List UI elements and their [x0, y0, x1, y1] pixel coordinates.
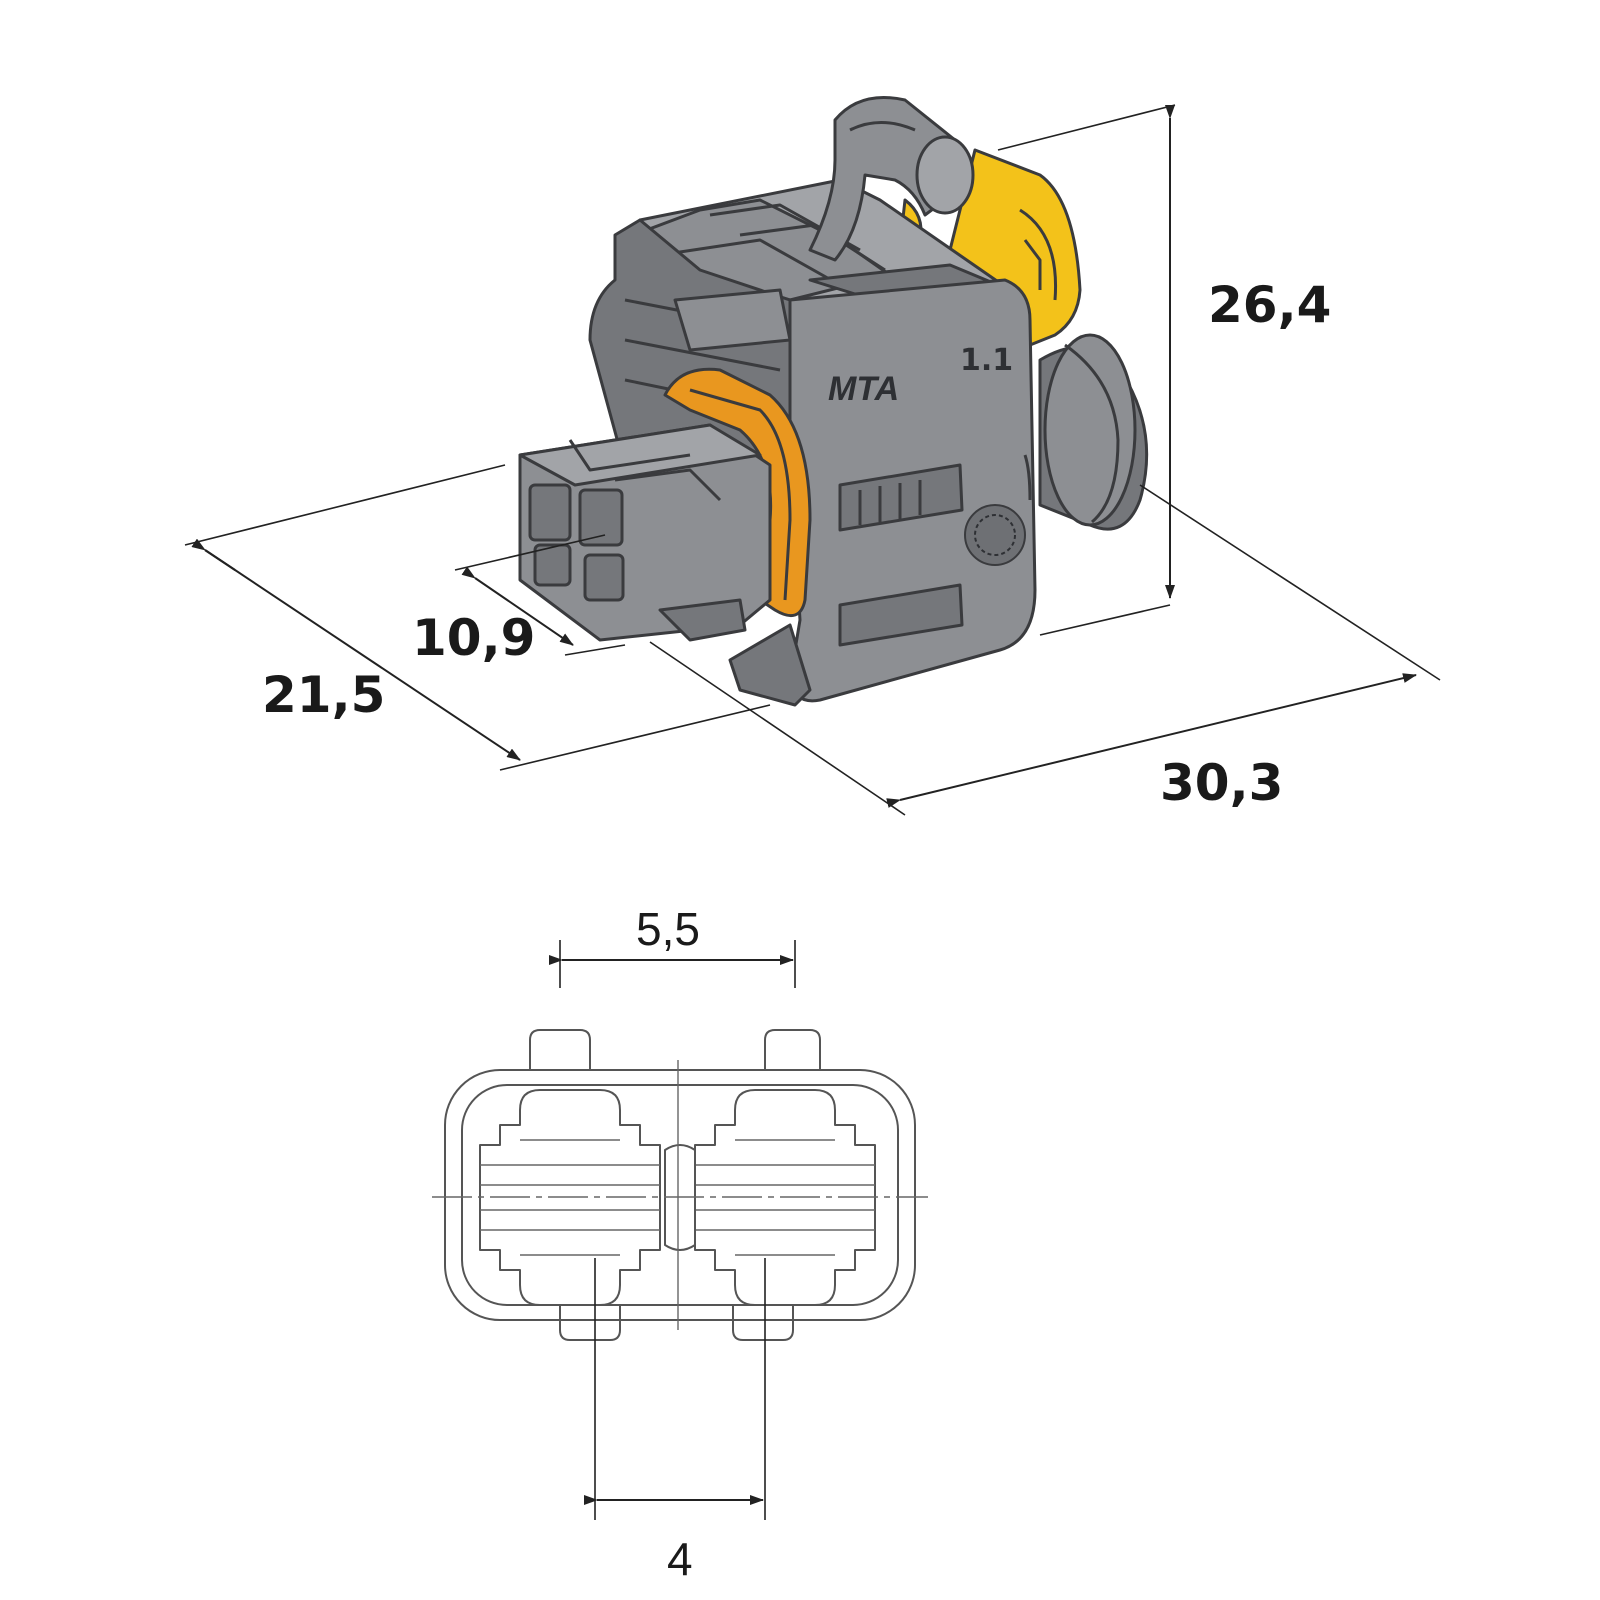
dimension-lines-3d: 30,3 26,4 21,5 10,9 [184, 104, 1441, 816]
housing-front: MTA 1.1 [728, 278, 1037, 707]
dim-depth-label: 21,5 [262, 666, 385, 724]
connector-nose [518, 423, 772, 642]
dim-bottom-spacing: 4 [584, 1258, 766, 1585]
latch-lever [808, 96, 975, 262]
right-cavity [694, 1089, 876, 1306]
dim-nose-depth-label: 10,9 [412, 609, 535, 667]
brand-logo: MTA [828, 370, 899, 408]
left-cavity [479, 1089, 661, 1306]
date-stamp [964, 504, 1026, 566]
revision-label: 1.1 [960, 343, 1013, 378]
dim-top-spacing: 5,5 [549, 903, 796, 988]
rear-boot [1038, 333, 1149, 531]
connector-front-view: 5,5 4 [432, 903, 928, 1585]
dim-width-label: 30,3 [1160, 754, 1283, 812]
dim-bottom-spacing-label: 4 [667, 1533, 693, 1585]
dim-top-spacing-label: 5,5 [636, 903, 700, 955]
dim-height-label: 26,4 [1208, 276, 1331, 334]
connector-3d-view: MTA 1.1 [184, 96, 1441, 816]
